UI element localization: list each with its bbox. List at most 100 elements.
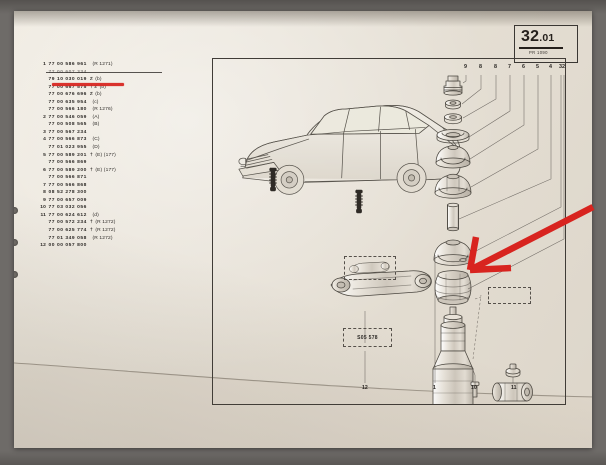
- parts-list-suffix: (d): [92, 212, 99, 218]
- parts-list-suffix: (R 1272): [95, 220, 116, 226]
- parts-list-number: 77 01 349 058: [48, 235, 87, 241]
- parts-list-row: 77 00 566 869: [36, 159, 176, 167]
- parts-list-number: 77 00 624 612: [48, 212, 87, 218]
- parts-list-number: 77 00 657 009: [48, 197, 87, 203]
- punch-hole: [14, 239, 18, 246]
- callout-number: 4: [549, 64, 552, 70]
- parts-list-row: 79 10 030 019≠(b): [36, 76, 176, 84]
- parts-list-row: 77 00 566 180 (R 1276): [36, 106, 176, 114]
- parts-list-symbol: †: [89, 228, 93, 234]
- callout-number: 5: [536, 64, 539, 70]
- parts-list-symbol: ≠: [89, 77, 93, 83]
- parts-list-suffix: (C): [92, 137, 100, 143]
- parts-list-row: 77 00 572 234†(R 1272): [36, 219, 176, 227]
- empty-reference-box: [488, 287, 531, 304]
- parts-list-number: 00 00 057 800: [48, 243, 87, 249]
- page-top-shadow: [14, 11, 592, 27]
- callout-number: 7: [508, 64, 511, 70]
- bottom-callout-leader-lines: [364, 255, 514, 385]
- parts-list-number: 77 00 586 961: [48, 62, 87, 67]
- parts-list-number: 77 00 676 696: [48, 92, 87, 98]
- callout-number: 8: [479, 64, 482, 70]
- parts-list-row: 77 01 349 058 (R 1272): [36, 235, 176, 243]
- callout-number: 11: [511, 385, 517, 391]
- parts-list-number: 77 00 589 201: [48, 152, 87, 158]
- callout-number: 1: [433, 385, 436, 391]
- parts-list-index: 9: [43, 197, 46, 203]
- parts-list-index: 10: [40, 205, 46, 211]
- parts-list-number: 77 00 667 575: [48, 84, 87, 90]
- parts-list-number: 77 00 546 059: [48, 114, 87, 120]
- parts-list-symbol: †: [89, 220, 93, 226]
- parts-list-symbol: ≠: [89, 92, 93, 98]
- parts-list-suffix: (c): [92, 99, 99, 105]
- parts-list-suffix: (D): [92, 145, 100, 151]
- parts-list-suffix: (E) (177): [95, 167, 116, 173]
- reference-connector-lines: [472, 294, 482, 360]
- page-number-rule: [519, 47, 563, 49]
- parts-list-symbol: †: [89, 152, 93, 158]
- parts-list-row: 77 00 667 575† ≠(b): [36, 84, 176, 92]
- parts-list-row: 77 00 566 871: [36, 174, 176, 182]
- callout-number: 2: [562, 64, 565, 70]
- parts-list-suffix: (E) (177): [95, 152, 116, 158]
- page-sub-label: PR 1090: [529, 49, 548, 55]
- parts-list-suffix: (B): [92, 122, 100, 128]
- inset-link-illustration-box: [344, 256, 396, 280]
- callout-number: 9: [464, 64, 467, 70]
- parts-list-number: 77 00 566 871: [48, 175, 87, 181]
- suspension-strut-diagram: [238, 75, 565, 404]
- parts-list-suffix: (R 1272): [95, 228, 116, 234]
- callout-number: 12: [362, 385, 368, 391]
- parts-list-suffix: (R 1272): [92, 235, 113, 241]
- parts-list-number: 77 00 566 869: [48, 160, 87, 166]
- punch-hole: [14, 207, 18, 214]
- page-number: 32.01: [521, 28, 554, 46]
- page-number-box: 32.01 PR 1090: [514, 25, 578, 63]
- parts-list-number: 08 52 278 300: [48, 190, 87, 196]
- parts-list-number: 77 00 567 234: [48, 129, 87, 135]
- parts-list-suffix: (b): [99, 84, 107, 90]
- page-number-minor: .01: [539, 32, 555, 44]
- parts-list-suffix: (R 1276): [92, 107, 113, 113]
- parts-list-index: 12: [40, 243, 46, 249]
- callout-number: 3: [559, 64, 562, 70]
- reference-code: S05 578: [357, 334, 378, 341]
- parts-list-number: 77 00 508 565: [48, 122, 87, 128]
- strikethrough-line: [46, 71, 162, 73]
- parts-list-suffix: (b): [95, 77, 102, 83]
- parts-list-row: 77 00 635 954(c): [36, 99, 176, 107]
- parts-list-symbol: † ≠: [89, 84, 98, 90]
- parts-list-number: 77 00 566 868: [48, 182, 87, 188]
- parts-list-index: 11: [40, 212, 46, 218]
- callout-number: 8: [494, 64, 497, 70]
- parts-list-index: 1: [43, 62, 46, 67]
- callout-number: 10: [471, 385, 477, 391]
- parts-list-number: 77 00 625 774: [48, 228, 87, 234]
- reference-code-box: S05 578: [343, 328, 392, 347]
- callout-number: 6: [522, 64, 525, 70]
- red-underline-annotation: [52, 82, 124, 86]
- parts-list-row: 77 00 607 334: [36, 69, 176, 77]
- parts-list-index: 3: [43, 129, 46, 135]
- parts-list-suffix: (b): [95, 92, 102, 98]
- parts-list-number: 77 00 566 180: [48, 107, 87, 113]
- page-number-major: 32: [521, 28, 540, 45]
- parts-list-index: 8: [43, 190, 46, 196]
- parts-list-index: 7: [43, 182, 46, 188]
- parts-list-row: 77 00 625 774†(R 1272): [36, 227, 176, 235]
- parts-list-row: 77 01 023 955(D): [36, 144, 176, 152]
- callout-leader-lines: [458, 75, 565, 290]
- parts-list-row: 77 00 508 565 (B): [36, 121, 176, 129]
- catalog-page-sheet: 32.01 PR 1090 177 00 586 961(R 1271)77 0…: [14, 11, 592, 448]
- parts-list-index: 5: [43, 152, 46, 158]
